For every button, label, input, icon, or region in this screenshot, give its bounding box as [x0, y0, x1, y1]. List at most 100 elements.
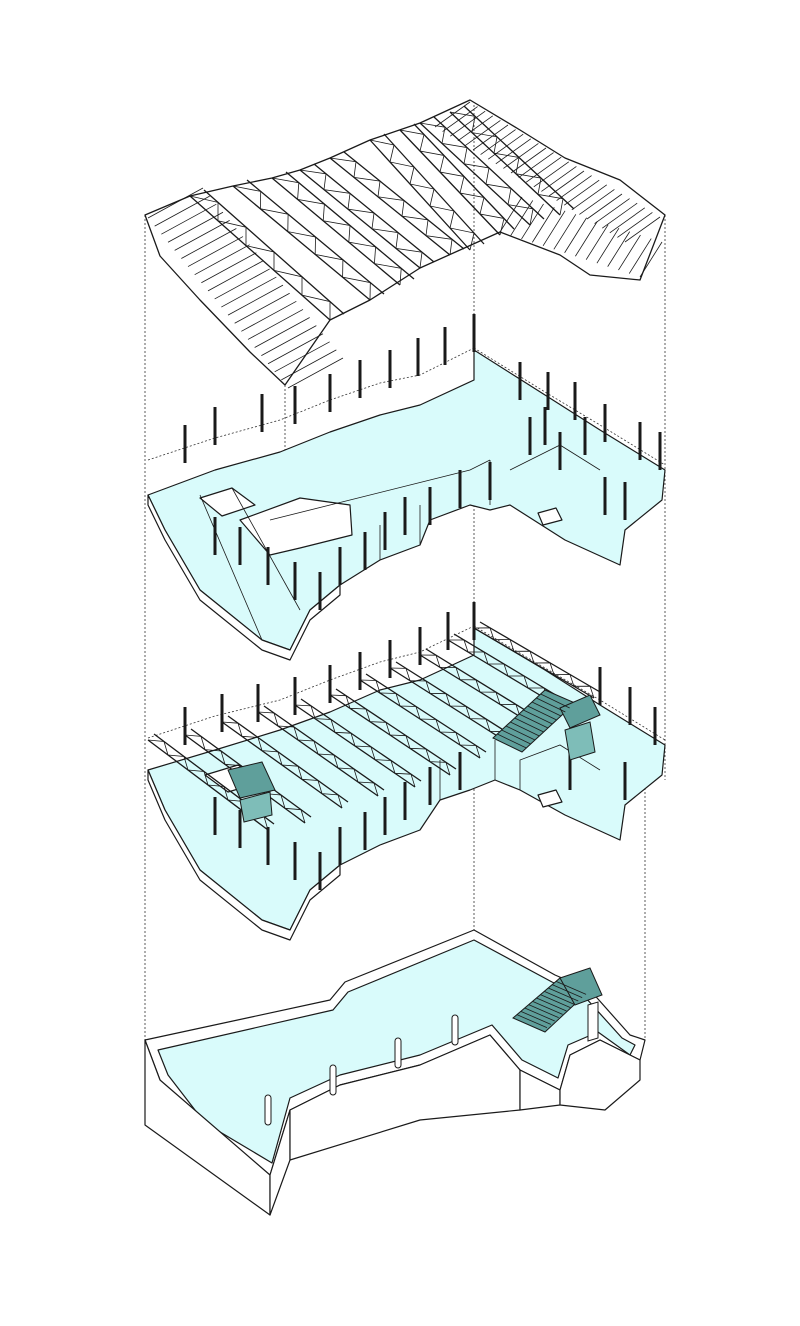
upper-post: [443, 327, 447, 365]
stair-ground-treads: [516, 980, 587, 1029]
upper-post: [658, 432, 662, 470]
roof-rafter: [618, 234, 641, 271]
roof-rafter: [154, 195, 210, 227]
roof-rafter: [274, 341, 330, 373]
roof-rafter: [601, 202, 638, 229]
upper-post: [528, 417, 532, 455]
middle-truss-web: [473, 627, 595, 699]
stair-tread: [536, 697, 566, 713]
upper-post: [603, 477, 607, 515]
middle-posts: [183, 602, 657, 890]
roof-rafter: [541, 166, 577, 192]
stair-tread: [497, 733, 527, 749]
upper-post: [603, 404, 607, 442]
roof-rafter: [628, 238, 652, 274]
stair-tread: [505, 725, 536, 741]
upper-post: [328, 374, 332, 412]
middle-slab-edge: [147, 769, 341, 941]
middle-truss-chord: [395, 661, 517, 739]
roof-truss-chord: [232, 185, 371, 301]
upper-post: [358, 360, 362, 398]
upper-post: [403, 497, 407, 535]
roof-rafter: [472, 124, 509, 151]
middle-post: [653, 707, 657, 745]
middle-truss-web: [294, 704, 416, 788]
ground-column: [329, 1064, 337, 1096]
roof-rafter: [521, 203, 544, 240]
roof-rafter: [161, 203, 217, 235]
middle-right-guard: [473, 625, 666, 741]
middle-trusses: [147, 621, 601, 831]
roof-rafter: [503, 143, 539, 169]
middle-post: [568, 752, 572, 790]
roof-truss-chord: [299, 169, 421, 269]
roof-rafter: [214, 268, 270, 300]
roof-truss-web: [189, 195, 331, 320]
middle-truss-chord: [300, 698, 422, 782]
roof-rafter: [457, 115, 494, 142]
middle-post: [293, 677, 297, 715]
middle-truss-chord: [479, 621, 601, 693]
roof-rafter: [542, 210, 566, 247]
middle-post: [183, 707, 187, 745]
upper-post: [293, 386, 297, 424]
upper-slab-edge: [147, 494, 341, 661]
roof-rafter: [586, 193, 623, 220]
roof-truss-web: [299, 169, 423, 269]
upper-inner-wall-2: [231, 487, 301, 611]
stair-tread: [520, 1010, 551, 1025]
stair-tread: [532, 1000, 563, 1015]
upper-post: [388, 350, 392, 388]
roof-rafter: [571, 184, 608, 211]
roof-rafter: [594, 198, 630, 224]
upper-post: [363, 532, 367, 570]
stair-tread: [531, 701, 562, 717]
roof-rafter: [227, 284, 284, 316]
stair-tread: [514, 717, 544, 733]
roof-truss-web: [419, 122, 534, 226]
middle-truss-web: [257, 711, 379, 797]
upper-post: [213, 517, 217, 555]
roof-rafter: [548, 170, 585, 197]
middle-truss-chord: [263, 705, 385, 791]
middle-post: [363, 812, 367, 850]
upper-post: [583, 417, 587, 455]
roof-truss-chord: [369, 139, 471, 251]
stair-tread: [527, 705, 557, 721]
roof-rafter: [207, 260, 264, 292]
roof-outline: [144, 99, 666, 386]
upper-void-stair: [537, 507, 563, 526]
roof-rafter: [518, 152, 554, 178]
roof-rafter: [585, 224, 609, 260]
roof-rafter: [639, 241, 663, 278]
roof-truss-chord: [329, 157, 451, 256]
middle-post: [220, 694, 224, 732]
upper-post: [546, 372, 550, 410]
upper-right-guard: [473, 347, 666, 466]
roof-rafter: [563, 179, 600, 206]
middle-truss-web: [389, 667, 511, 745]
roof-rafter: [533, 161, 570, 188]
roof-rafter: [609, 207, 646, 234]
upper-post: [260, 394, 264, 432]
roof-rafter: [596, 227, 620, 264]
roof-rafter: [499, 196, 523, 233]
upper-inner-wall-1: [199, 494, 263, 641]
roof-rafter: [267, 333, 324, 365]
roof-rafter: [241, 300, 297, 332]
upper-post: [558, 432, 562, 470]
ground-column: [394, 1037, 402, 1069]
middle-post: [458, 752, 462, 790]
stair-tread: [516, 1014, 548, 1029]
ground-column: [264, 1094, 272, 1126]
roof-rafter: [174, 220, 230, 251]
middle-truss-chord: [335, 688, 457, 770]
roof-rafter: [579, 189, 615, 215]
roof-truss-chord: [271, 177, 401, 286]
roof-truss-web: [232, 185, 371, 301]
roof-rafter: [261, 325, 317, 356]
middle-truss-chord: [365, 673, 487, 753]
upper-post: [238, 527, 242, 565]
